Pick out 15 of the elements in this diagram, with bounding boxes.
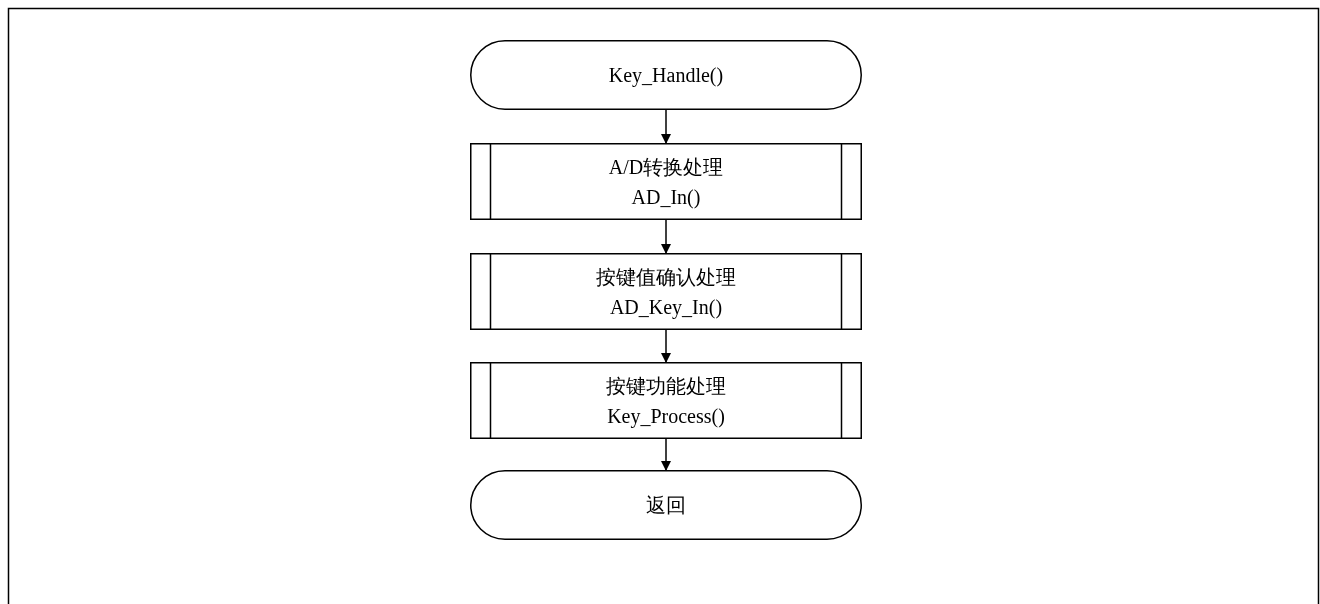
arrow (661, 438, 671, 471)
subprocess-box (470, 253, 862, 330)
arrow (661, 109, 671, 144)
node-label: 按键值确认处理 (596, 264, 736, 290)
node-label: 返回 (646, 493, 686, 518)
node-label: 按键功能处理 (606, 373, 726, 399)
subprocess-box (470, 362, 862, 439)
node-label: AD_In() (631, 184, 701, 211)
arrow (661, 329, 671, 363)
node-label: Key_Process() (607, 403, 725, 430)
node-label: AD_Key_In() (609, 294, 723, 321)
arrow (661, 219, 671, 254)
subprocess-box (470, 143, 862, 220)
node-label: A/D转换处理 (608, 154, 724, 180)
node-label: Key_Handle() (608, 63, 724, 89)
